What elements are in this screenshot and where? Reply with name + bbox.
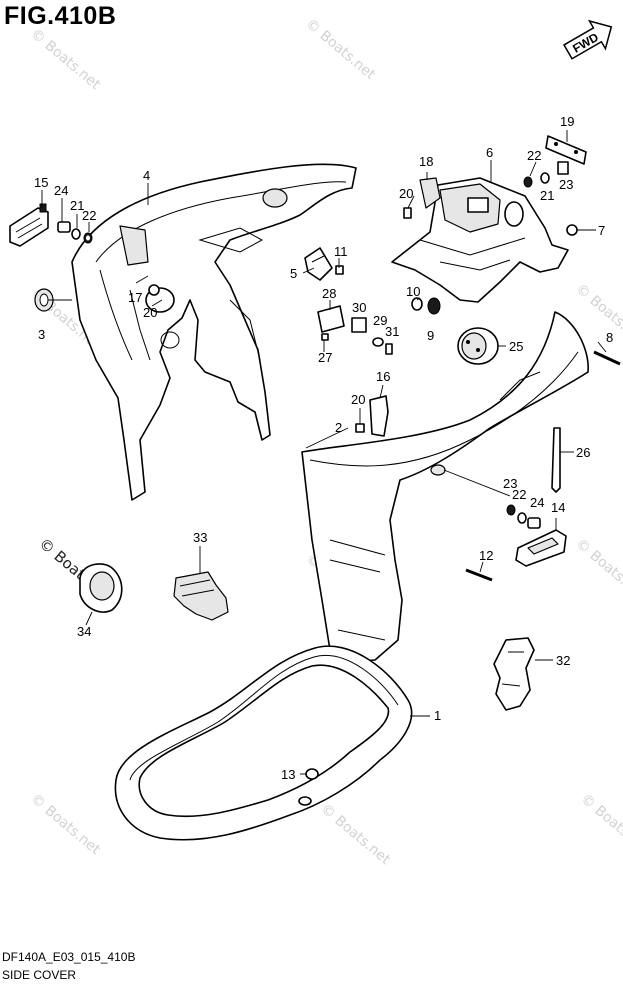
part-27-screw [321,333,329,341]
part-21-washer-right [517,512,527,524]
part-6-bracket [391,177,569,303]
callout-28: 28 [322,286,336,301]
callout-3: 3 [38,327,45,342]
part-26-cable-tie [551,427,561,493]
callout-11: 9 [427,328,434,343]
watermark: © Boats.net [27,26,103,93]
part-12-nut [335,265,344,275]
part-18-clip [419,177,441,209]
part-23-pin [557,161,569,175]
callout-10: 10 [406,284,420,299]
part-15-handle [9,203,49,247]
callout-26: 26 [576,445,590,460]
part-1-seal [114,645,413,841]
callout-19: 19 [560,114,574,129]
callout-30: 30 [352,300,366,315]
callout-21: 22 [512,487,526,502]
part-28-switch [317,305,345,333]
part-30-bracket [351,317,367,333]
drawing-code: DF140A_E03_015_410B [2,950,136,964]
callout-1: 1 [434,708,441,723]
part-2-lower-side-cover [301,311,589,663]
part-34-ring [79,563,123,613]
part-11-grommet [427,297,441,315]
part-24-pin-right [527,517,541,529]
part-22-ring-upper [523,176,533,188]
part-20-screw-left [148,284,160,296]
watermark: © Boats.net [302,16,378,83]
callout-32: 32 [556,653,570,668]
part-33-hose [173,571,229,621]
part-20-screw-mid [355,423,365,433]
callout-20: 20 [399,186,413,201]
part-22-ring-left [83,232,93,244]
part-9-bolt [465,568,493,582]
part-14-handle [515,529,567,567]
callout-12: 11 [334,244,348,259]
watermark: © Boats.net [572,536,623,603]
callout-33: 33 [193,530,207,545]
callout-21: 21 [540,188,554,203]
part-10-washer [411,297,423,311]
callout-21: 21 [70,198,84,213]
part-4-upper-side-cover [71,163,357,501]
callout-23: 23 [559,177,573,192]
callout-22: 23 [503,476,517,491]
callout-7: 7 [598,223,605,238]
callout-8: 8 [606,330,613,345]
part-22-ring-right [506,504,516,516]
callout-17: 17 [128,290,142,305]
callout-9: 12 [479,548,493,563]
callout-22: 22 [527,148,541,163]
callout-29: 29 [373,313,387,328]
callout-18: 18 [419,154,433,169]
callout-15: 15 [34,175,48,190]
callout-22: 22 [82,208,96,223]
part-8-bolt [593,350,621,366]
figure-title: FIG.410B [4,2,117,30]
part-32-clamp [493,637,535,711]
watermark: © Boats.net [317,801,393,868]
callout-14: 14 [551,500,565,515]
part-7-screw [566,224,578,236]
callout-labels: 4 15 24 21 22 3 17 20 5 11 18 6 20 19 22… [34,114,613,782]
part-31-screw [385,343,393,355]
callout-4: 4 [143,168,150,183]
callout-27: 27 [318,350,332,365]
part-25-plug [457,327,499,365]
callout-5: 5 [290,266,297,281]
callout-24: 24 [54,183,68,198]
callout-6: 6 [486,145,493,160]
part-5-clip [304,247,333,281]
fwd-arrow-icon: FWD [562,19,613,60]
callout-31: 31 [385,324,399,339]
callout-25: 25 [509,339,523,354]
callout-13: 13 [281,767,295,782]
part-21-washer-left [71,228,81,240]
callout-20: 20 [143,305,157,320]
watermark: © Boats.net [577,791,623,858]
part-24-pin-left [57,221,71,233]
part-21-washer-upper [540,172,550,184]
part-16-bracket [369,395,389,437]
callout-16: 16 [376,369,390,384]
part-20-screw-upper [403,207,412,219]
leader-lines [41,130,607,775]
callout-20: 20 [351,392,365,407]
callout-24: 24 [530,495,544,510]
watermark: © Boats.net [27,791,103,858]
part-29-nut [372,337,384,347]
part-13-plug [305,768,319,780]
drawing-name: SIDE COVER [2,968,77,982]
callout-2: 2 [335,420,342,435]
callout-34: 34 [77,624,91,639]
part-19-plate [545,135,587,165]
